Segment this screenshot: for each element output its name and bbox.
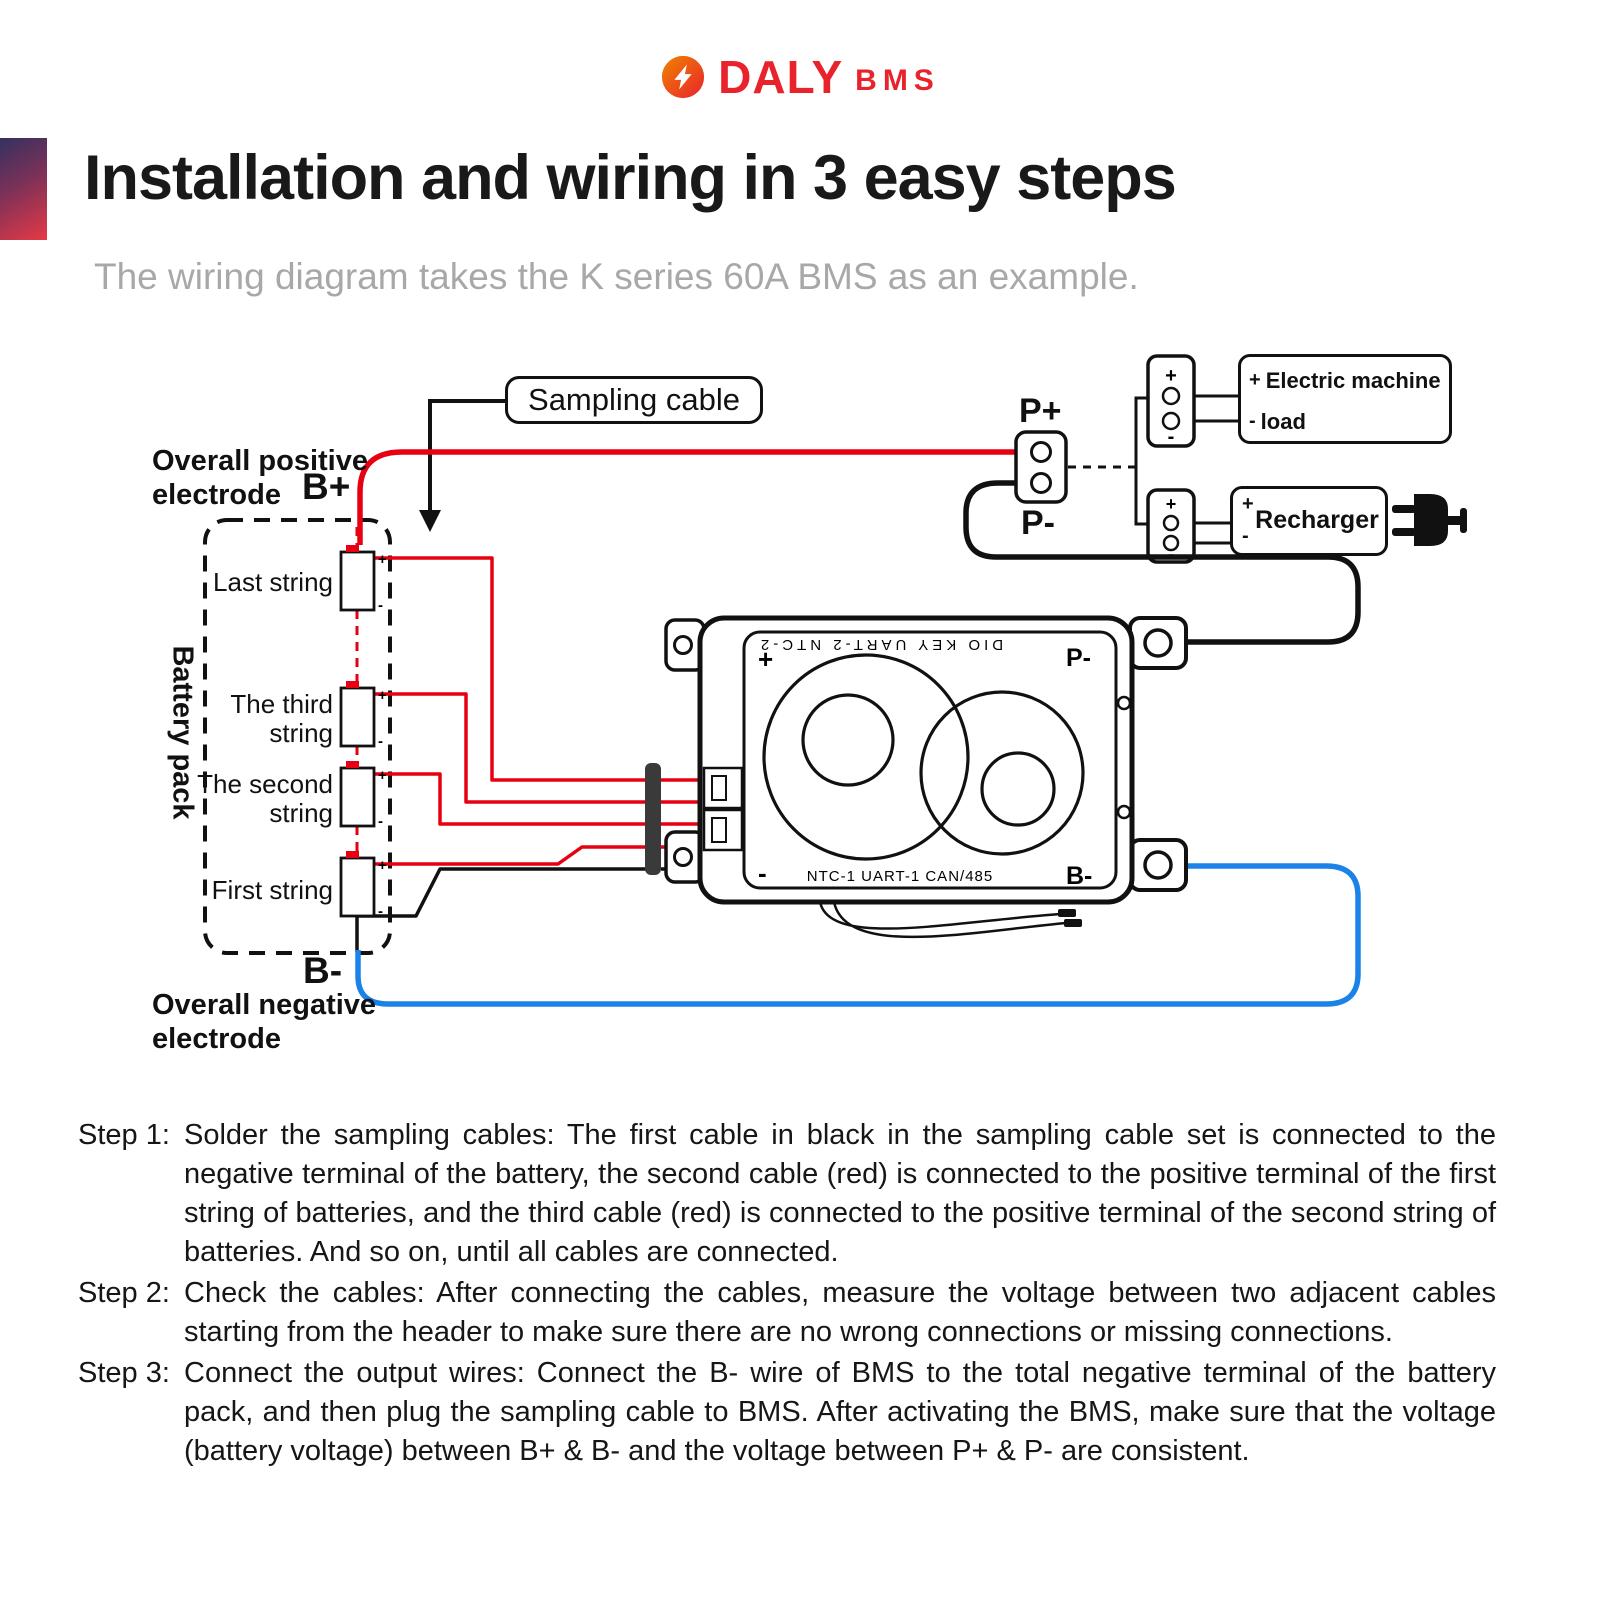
accent-bar <box>0 138 47 240</box>
step-row-3: Step 3: Connect the output wires: Connec… <box>78 1354 1496 1471</box>
cell-plus: + <box>378 687 387 704</box>
bminus-terminal-lug <box>1128 838 1188 892</box>
sampling-wires-red <box>374 556 647 866</box>
bplus-label: B+ <box>302 466 351 507</box>
bms-top-ports-label: DIO KEY UART-2 NTC-2 <box>757 636 1003 653</box>
load-connector: + - <box>1146 354 1238 448</box>
sampling-wire-black <box>357 867 647 918</box>
battery-cell-first: + - <box>339 851 387 920</box>
mounting-tabs <box>664 618 706 884</box>
bms-hole <box>1116 804 1132 820</box>
battery-cell-last: + - <box>339 545 387 614</box>
minus-sign: - <box>1242 525 1249 547</box>
cell-minus: - <box>378 903 383 920</box>
step-row-2: Step 2: Check the cables: After connecti… <box>78 1274 1496 1352</box>
recharger-connector: + - <box>1146 488 1230 564</box>
output-connector <box>1014 430 1068 504</box>
bms-faceplate <box>742 630 1118 890</box>
overall-positive-label: Overall positive electrode <box>152 445 368 511</box>
electric-machine-box: + Electric machine - load <box>1238 354 1452 444</box>
ntc-tip <box>1064 919 1082 927</box>
bms-plus-label: + <box>758 644 773 674</box>
step-text: Connect the output wires: Connect the B-… <box>184 1357 1496 1467</box>
plus-sign: + <box>1165 365 1177 387</box>
cell-plus: + <box>378 551 387 568</box>
bplus-output-wire <box>357 449 1016 545</box>
overall-negative-label: Overall negative electrode <box>152 989 377 1055</box>
cell-plus: + <box>378 857 387 874</box>
plus-sign: + <box>1242 493 1254 515</box>
minus-sign: - <box>1168 426 1175 448</box>
step-label: Step 3: <box>78 1357 170 1389</box>
branch-wire <box>1134 396 1148 526</box>
brand-header: DALY BMS <box>0 54 1600 100</box>
pplus-label: P+ <box>1019 392 1062 430</box>
sampling-connector <box>645 763 661 875</box>
load-text: load <box>1260 408 1306 434</box>
ntc-wires <box>818 901 1067 939</box>
cell-label-last: Last string <box>213 567 333 597</box>
cell-minus: - <box>378 733 383 750</box>
minus-sign: - <box>1168 544 1174 564</box>
cell-minus: - <box>378 813 383 830</box>
plus-sign: + <box>1166 494 1177 514</box>
bms-pminus-label: P- <box>1066 644 1091 672</box>
plug-icon <box>1392 494 1467 546</box>
cell-label-third: The third string <box>230 689 333 748</box>
ntc-tip <box>1058 909 1076 917</box>
daly-logo-icon <box>662 55 705 99</box>
page-subtitle: The wiring diagram takes the K series 60… <box>94 256 1139 297</box>
cell-label-second: The second string <box>197 769 333 828</box>
step-text: Check the cables: After connecting the c… <box>184 1277 1496 1348</box>
sampling-cable-arrow <box>419 399 505 532</box>
electric-machine-line1: + Electric machine <box>1241 360 1449 401</box>
step-label: Step 1: <box>78 1119 170 1151</box>
plus-sign: + <box>1249 369 1261 391</box>
battery-cell-third: + - <box>339 681 387 750</box>
cell-minus: - <box>378 597 383 614</box>
recharger-label: Recharger <box>1255 506 1379 534</box>
cell-plus: + <box>378 767 387 784</box>
battery-cell-second: + - <box>339 761 387 830</box>
step-row-1: Step 1: Solder the sampling cables: The … <box>78 1116 1496 1272</box>
page-title: Installation and wiring in 3 easy steps <box>84 143 1177 213</box>
step-text: Solder the sampling cables: The first ca… <box>184 1119 1496 1268</box>
sampling-socket <box>702 766 744 852</box>
bms-unit: + - P- B- DIO KEY UART-2 NTC-2 NTC-1 UAR… <box>664 615 1188 939</box>
cell-label-first: First string <box>211 875 333 905</box>
bms-bottom-ports-label: NTC-1 UART-1 CAN/485 <box>807 868 993 885</box>
pminus-power-wire <box>963 480 1361 645</box>
sampling-cable-label: Sampling cable <box>505 376 763 424</box>
steps-section: Step 1: Solder the sampling cables: The … <box>78 1116 1496 1473</box>
recharger-box: + - Recharger <box>1230 486 1388 556</box>
step-label: Step 2: <box>78 1277 170 1309</box>
brand-bms: BMS <box>855 64 940 97</box>
figure-eight-logo <box>762 653 1085 861</box>
brand-daly: DALY <box>718 51 844 103</box>
bminus-power-wire <box>355 863 1361 1007</box>
electric-machine-line2: - load <box>1241 401 1449 442</box>
bminus-label: B- <box>303 950 343 991</box>
bms-minus-label: - <box>758 858 767 888</box>
bms-bminus-label: B- <box>1066 862 1092 890</box>
minus-sign: - <box>1249 410 1256 432</box>
pminus-label: P- <box>1021 504 1055 542</box>
pminus-terminal-lug <box>1128 616 1188 670</box>
electric-machine-text: Electric machine <box>1265 367 1441 393</box>
bms-hole <box>1116 695 1132 711</box>
